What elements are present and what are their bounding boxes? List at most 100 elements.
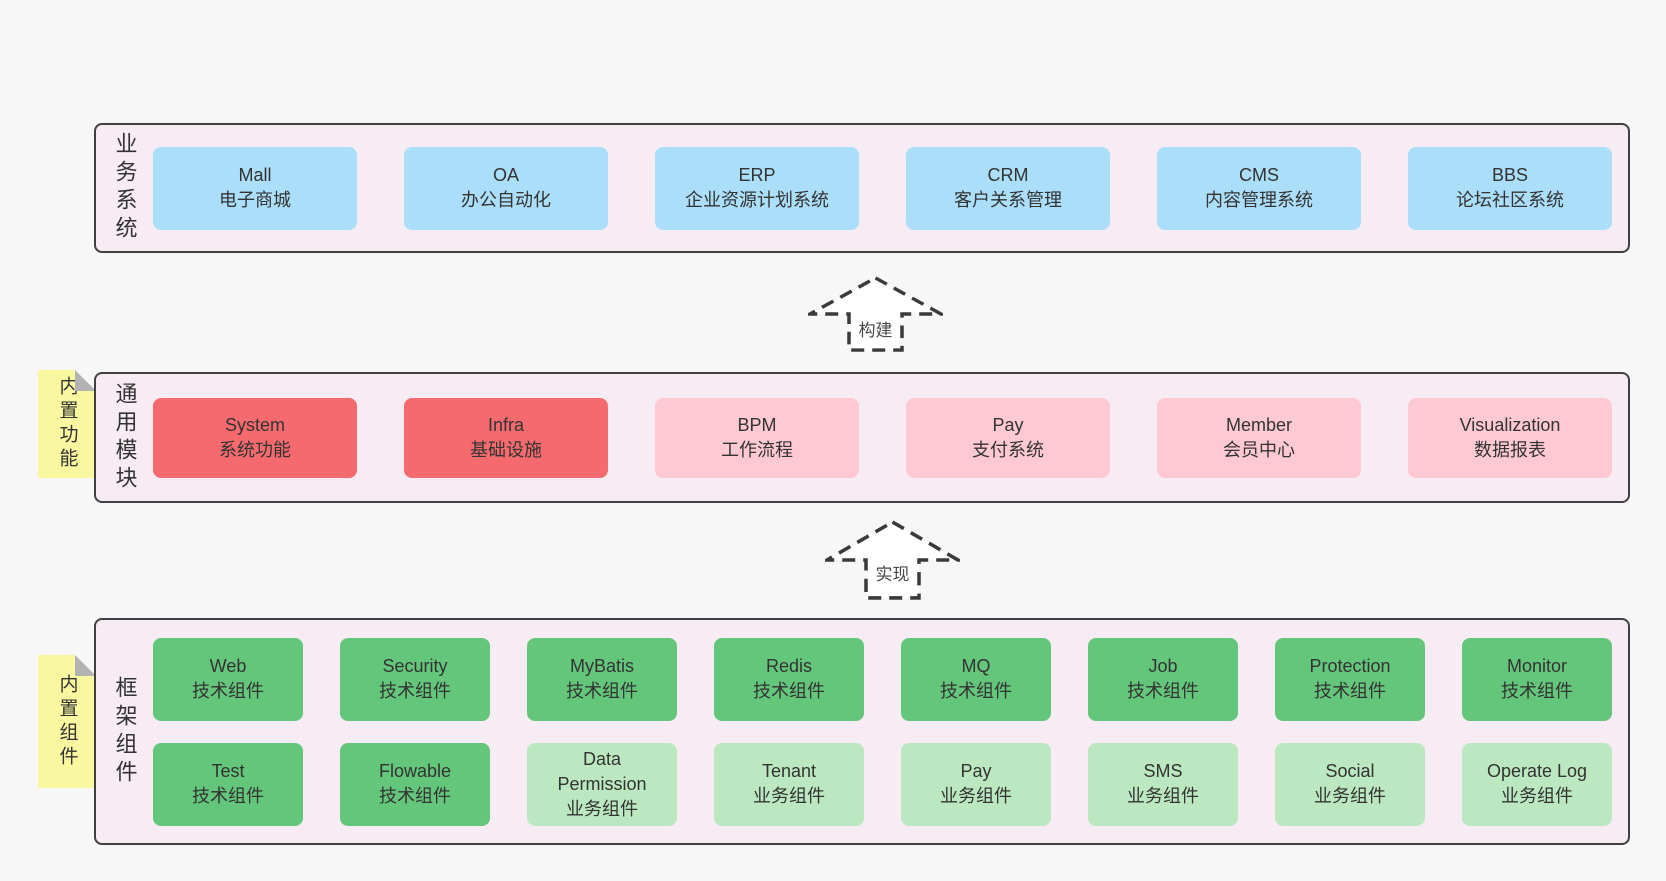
box-subtitle: 业务组件 (1314, 786, 1386, 806)
box-subtitle: 技术组件 (1314, 681, 1386, 701)
box-subtitle: 论坛社区系统 (1456, 190, 1564, 210)
layer-gutter: 通用模块 (96, 374, 153, 501)
layer-body: System 系统功能 Infra 基础设施 BPM 工作流程 Pay 支付系统… (153, 374, 1628, 501)
box-title: Monitor (1506, 656, 1568, 676)
box-subtitle: 技术组件 (192, 786, 264, 806)
box-subtitle: 技术组件 (1127, 681, 1199, 701)
box-title: OA (492, 165, 519, 185)
layer-body: Web 技术组件 Security 技术组件 MyBatis 技术组件 Redi… (153, 620, 1628, 843)
box-subtitle: 基础设施 (470, 439, 542, 460)
box-title: Tenant (761, 761, 817, 781)
box-erp: ERP 企业资源计划系统 (655, 146, 859, 230)
box-operate-log: Operate Log 业务组件 (1462, 742, 1612, 826)
component-row-business: Test 技术组件 Flowable 技术组件 Data Permission … (153, 742, 1612, 826)
arrow-implement-up-icon: 实现 (825, 520, 960, 600)
box-title: Protection (1309, 656, 1391, 676)
box-title: BPM (737, 414, 777, 435)
box-title: Job (1148, 656, 1178, 676)
box-pay-component: Pay 业务组件 (901, 742, 1051, 826)
block-arrow-up-icon (825, 520, 960, 600)
box-subtitle: 内容管理系统 (1205, 190, 1313, 210)
box-subtitle: 技术组件 (192, 681, 264, 701)
box-title: Infra (487, 414, 525, 435)
box-bpm: BPM 工作流程 (655, 397, 859, 478)
box-subtitle: 技术组件 (940, 681, 1012, 701)
box-flowable: Flowable 技术组件 (340, 742, 490, 826)
box-title: Test (211, 761, 245, 781)
box-subtitle: 电子商城 (219, 190, 291, 210)
box-protection: Protection 技术组件 (1275, 637, 1425, 721)
box-test: Test 技术组件 (153, 742, 303, 826)
box-title: Visualization (1459, 414, 1561, 435)
box-subtitle: 技术组件 (753, 681, 825, 701)
box-subtitle: 办公自动化 (461, 190, 551, 210)
arrow-label: 构建 (858, 321, 893, 340)
box-title: Flowable (378, 761, 452, 781)
box-subtitle: 业务组件 (1127, 786, 1199, 806)
box-subtitle: 技术组件 (379, 786, 451, 806)
box-title: Operate Log (1486, 761, 1588, 781)
box-title: MyBatis (569, 656, 634, 676)
box-oa: OA 办公自动化 (404, 146, 608, 230)
box-subtitle: 业务组件 (753, 786, 825, 806)
note-label: 内置功能 (56, 376, 78, 472)
box-title: ERP (738, 165, 776, 185)
box-title: Mall (238, 165, 272, 185)
layer-gutter: 业务系统 (96, 125, 153, 251)
box-system: System 系统功能 (153, 397, 357, 478)
box-crm: CRM 客户关系管理 (906, 146, 1110, 230)
layer-framework-components: 框架组件 Web 技术组件 Security 技术组件 MyBatis 技术组件… (94, 618, 1630, 845)
box-subtitle: 会员中心 (1223, 439, 1295, 460)
layer-body: Mall 电子商城 OA 办公自动化 ERP 企业资源计划系统 CRM 客户关系… (153, 125, 1628, 251)
box-subtitle: 系统功能 (219, 439, 291, 460)
arrow-build-up-icon: 构建 (808, 276, 943, 352)
box-subtitle: 业务组件 (1501, 786, 1573, 806)
box-subtitle: 工作流程 (721, 439, 793, 460)
layer-label: 框架组件 (112, 675, 138, 788)
component-row-technical: Web 技术组件 Security 技术组件 MyBatis 技术组件 Redi… (153, 637, 1612, 721)
box-job: Job 技术组件 (1088, 637, 1238, 721)
note-label: 内置组件 (56, 673, 78, 770)
box-social: Social 业务组件 (1275, 742, 1425, 826)
folded-corner-icon (75, 370, 96, 391)
box-redis: Redis 技术组件 (714, 637, 864, 721)
layer-label: 业务系统 (112, 132, 138, 244)
block-arrow-up-icon (808, 276, 943, 352)
box-title: CRM (987, 165, 1029, 185)
box-title: System (224, 414, 285, 435)
layer-gutter: 框架组件 (96, 620, 153, 843)
box-title: CMS (1239, 165, 1279, 185)
box-subtitle: 技术组件 (379, 681, 451, 701)
layer-business-systems: 业务系统 Mall 电子商城 OA 办公自动化 ERP 企业资源计划系统 CRM… (94, 123, 1630, 253)
box-member: Member 会员中心 (1157, 397, 1361, 478)
box-title: Security (382, 656, 448, 676)
note-built-in-components: 内置组件 (38, 655, 96, 788)
box-title: MQ (961, 656, 991, 676)
box-title: BBS (1491, 165, 1529, 185)
box-mall: Mall 电子商城 (153, 146, 357, 230)
box-subtitle: 技术组件 (1501, 681, 1573, 701)
box-data-permission: Data Permission 业务组件 (527, 742, 677, 826)
box-subtitle: 技术组件 (566, 681, 638, 701)
box-subtitle: 数据报表 (1474, 439, 1546, 460)
box-title: Data Permission (557, 748, 647, 794)
box-bbs: BBS 论坛社区系统 (1408, 146, 1612, 230)
box-title: Social (1325, 761, 1375, 781)
box-tenant: Tenant 业务组件 (714, 742, 864, 826)
box-web: Web 技术组件 (153, 637, 303, 721)
box-title: Member (1225, 414, 1292, 435)
box-subtitle: 客户关系管理 (954, 190, 1062, 210)
box-infra: Infra 基础设施 (404, 397, 608, 478)
box-title: Redis (765, 656, 813, 676)
layer-common-modules: 通用模块 System 系统功能 Infra 基础设施 BPM 工作流程 Pay… (94, 372, 1630, 503)
box-subtitle: 企业资源计划系统 (685, 190, 829, 210)
box-mq: MQ 技术组件 (901, 637, 1051, 721)
box-title: Pay (992, 414, 1024, 435)
box-monitor: Monitor 技术组件 (1462, 637, 1612, 721)
box-subtitle: 业务组件 (940, 786, 1012, 806)
box-title: Pay (960, 761, 992, 781)
box-cms: CMS 内容管理系统 (1157, 146, 1361, 230)
box-subtitle: 支付系统 (972, 439, 1044, 460)
folded-corner-icon (75, 655, 96, 676)
box-visualization: Visualization 数据报表 (1408, 397, 1612, 478)
